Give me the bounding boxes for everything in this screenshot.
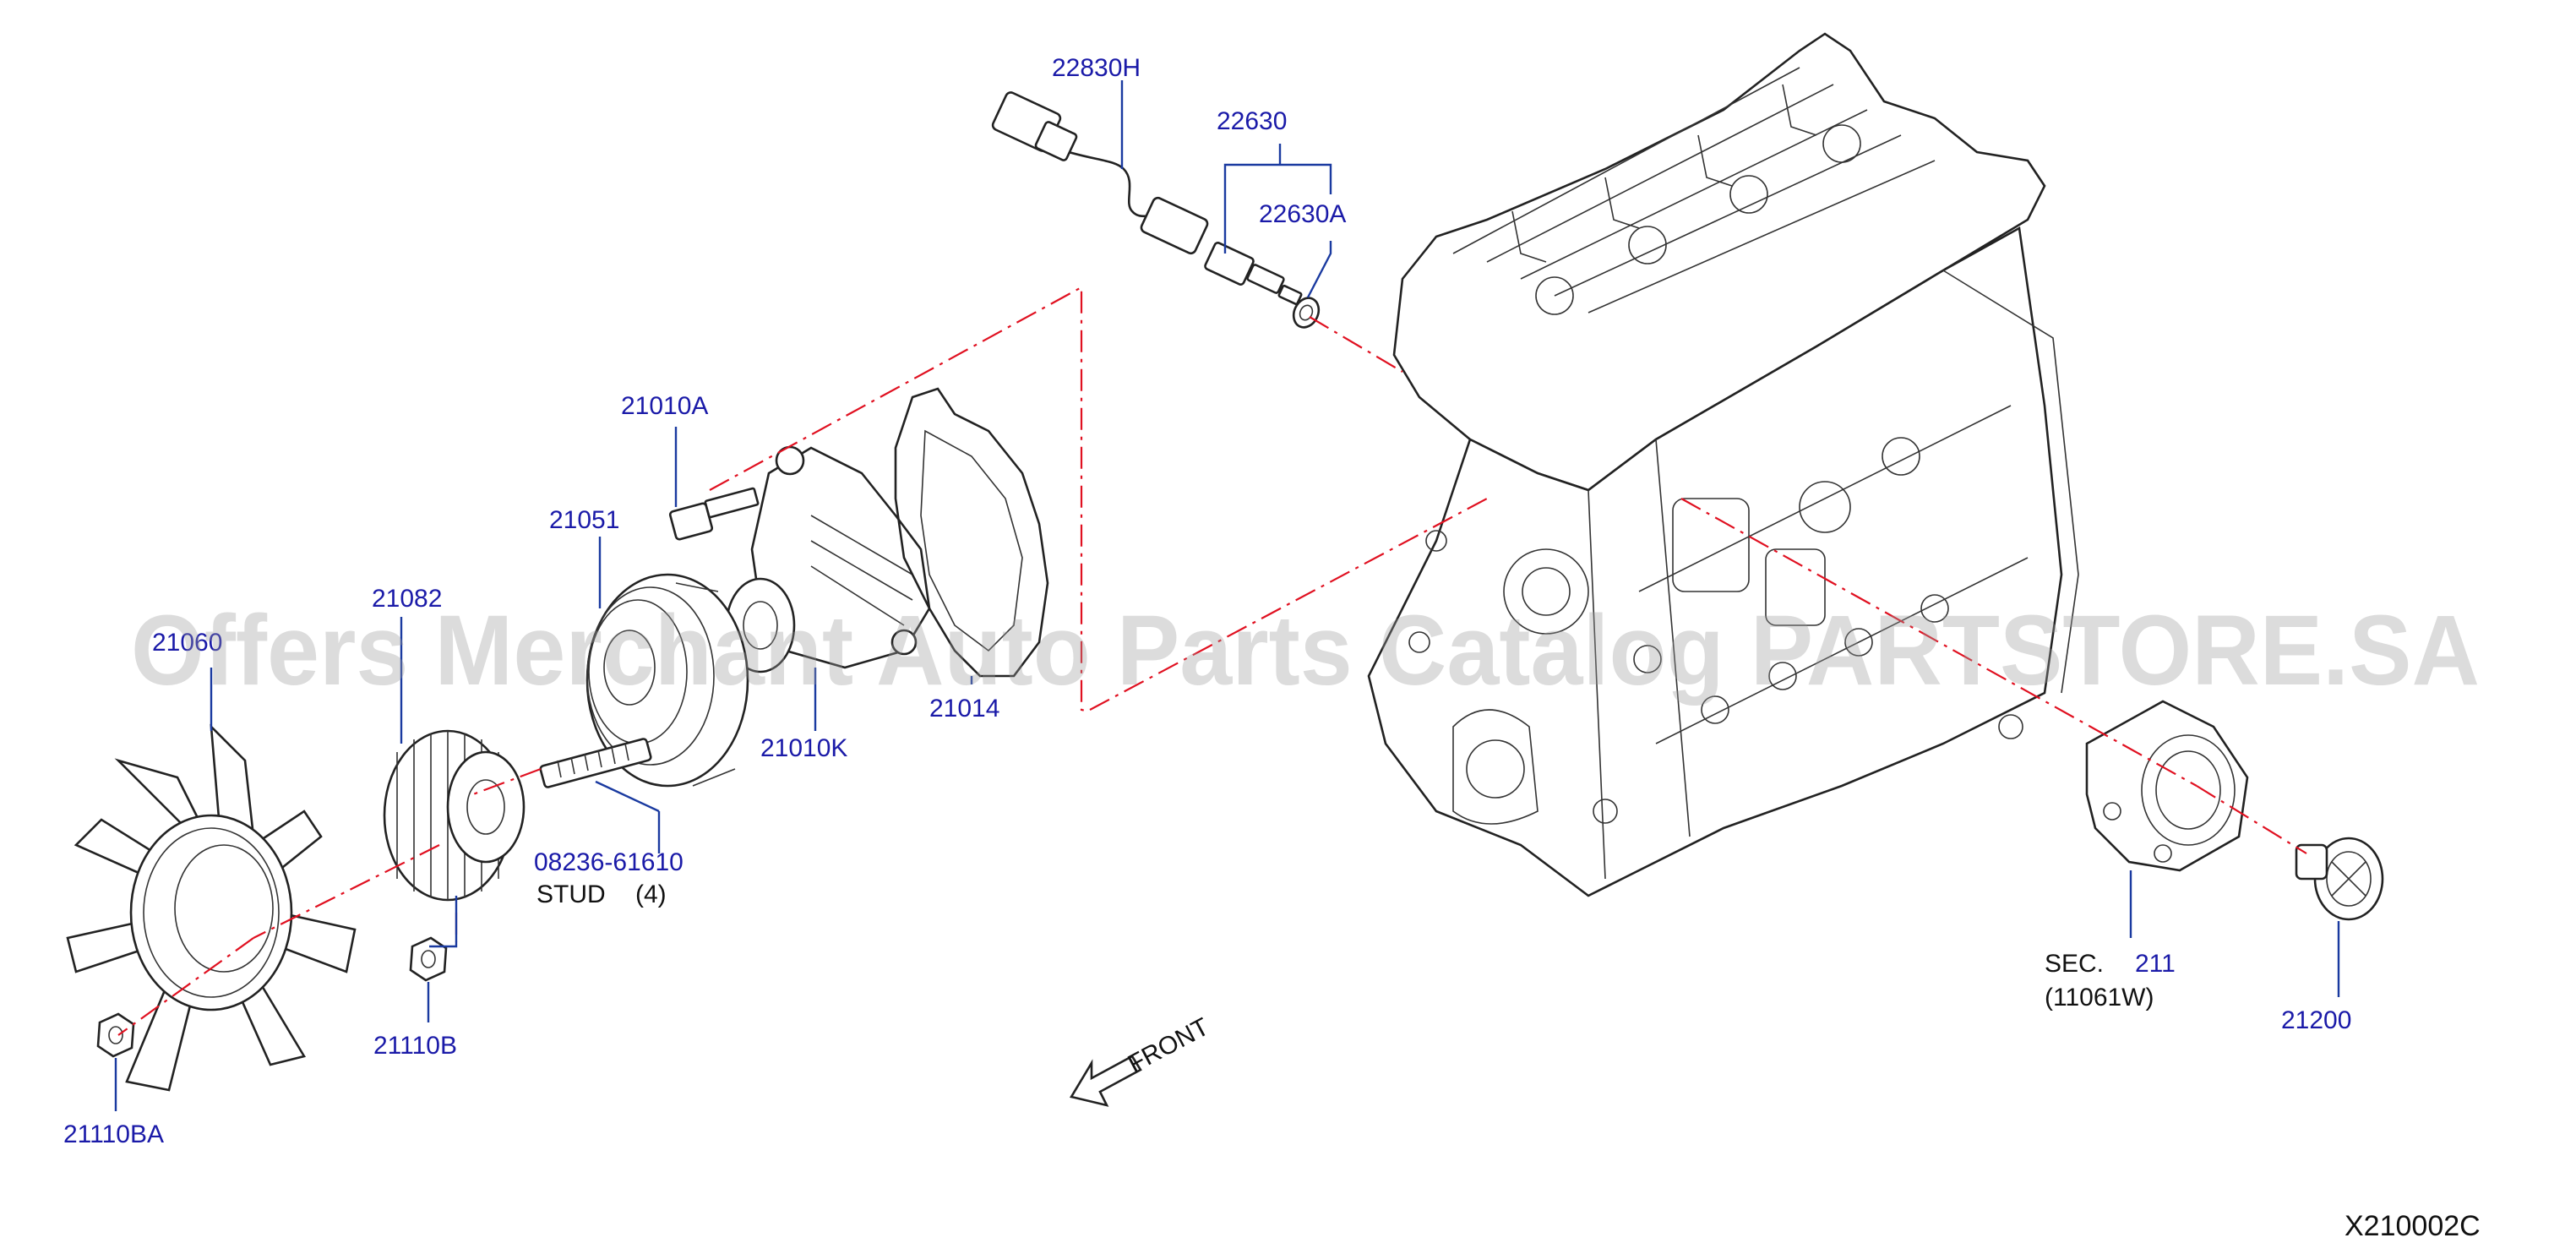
label-21082[interactable]: 21082 bbox=[372, 585, 442, 613]
nut-21110b[interactable] bbox=[409, 936, 448, 982]
label-22630a[interactable]: 22630A bbox=[1259, 200, 1346, 228]
temp-sensor-22630[interactable] bbox=[1204, 242, 1303, 306]
label-front: FRONT bbox=[1124, 1013, 1214, 1079]
label-sec: SEC. bbox=[2045, 950, 2104, 978]
label-sec-211[interactable]: 211 bbox=[2135, 950, 2176, 978]
fan-coupling-21082[interactable] bbox=[383, 729, 526, 902]
label-22830h[interactable]: 22830H bbox=[1052, 54, 1141, 82]
engine-block[interactable] bbox=[1367, 32, 2079, 897]
front-direction-arrow-icon bbox=[1069, 1055, 1142, 1107]
watermark-text: Offers Merchant Auto Parts Catalog PARTS… bbox=[131, 595, 2480, 706]
label-stud: STUD bbox=[536, 881, 606, 908]
label-sec-ref: (11061W) bbox=[2045, 984, 2154, 1011]
label-21200[interactable]: 21200 bbox=[2281, 1006, 2351, 1034]
label-21060[interactable]: 21060 bbox=[152, 629, 222, 657]
label-21014[interactable]: 21014 bbox=[929, 695, 999, 722]
diagram-code: X210002C bbox=[2345, 1210, 2481, 1242]
label-08236-61610[interactable]: 08236-61610 bbox=[534, 848, 683, 876]
label-22630[interactable]: 22630 bbox=[1217, 107, 1287, 135]
nut-21110ba[interactable] bbox=[96, 1012, 135, 1058]
washer-22630a[interactable] bbox=[1289, 294, 1324, 331]
label-21110b[interactable]: 21110B bbox=[373, 1032, 457, 1060]
assembly-center-lines bbox=[117, 286, 2307, 1036]
leader-lines bbox=[114, 80, 2340, 1111]
label-21010k[interactable]: 21010K bbox=[760, 734, 847, 762]
thermostat-housing-sec211[interactable] bbox=[2085, 700, 2249, 872]
cooling-fan-21060[interactable] bbox=[66, 723, 357, 1092]
label-21110ba[interactable]: 21110BA bbox=[63, 1120, 164, 1148]
stud-08236-61610[interactable] bbox=[539, 738, 652, 788]
bolt-21010a[interactable] bbox=[668, 487, 760, 541]
gasket-21014[interactable] bbox=[894, 387, 1049, 678]
pulley-21051[interactable] bbox=[585, 573, 749, 788]
label-21051[interactable]: 21051 bbox=[549, 506, 619, 534]
label-21010a[interactable]: 21010A bbox=[621, 392, 708, 420]
thermostat-21200[interactable] bbox=[2295, 837, 2384, 921]
label-stud-qty: (4) bbox=[635, 881, 667, 908]
harness-22830h[interactable] bbox=[991, 90, 1209, 255]
